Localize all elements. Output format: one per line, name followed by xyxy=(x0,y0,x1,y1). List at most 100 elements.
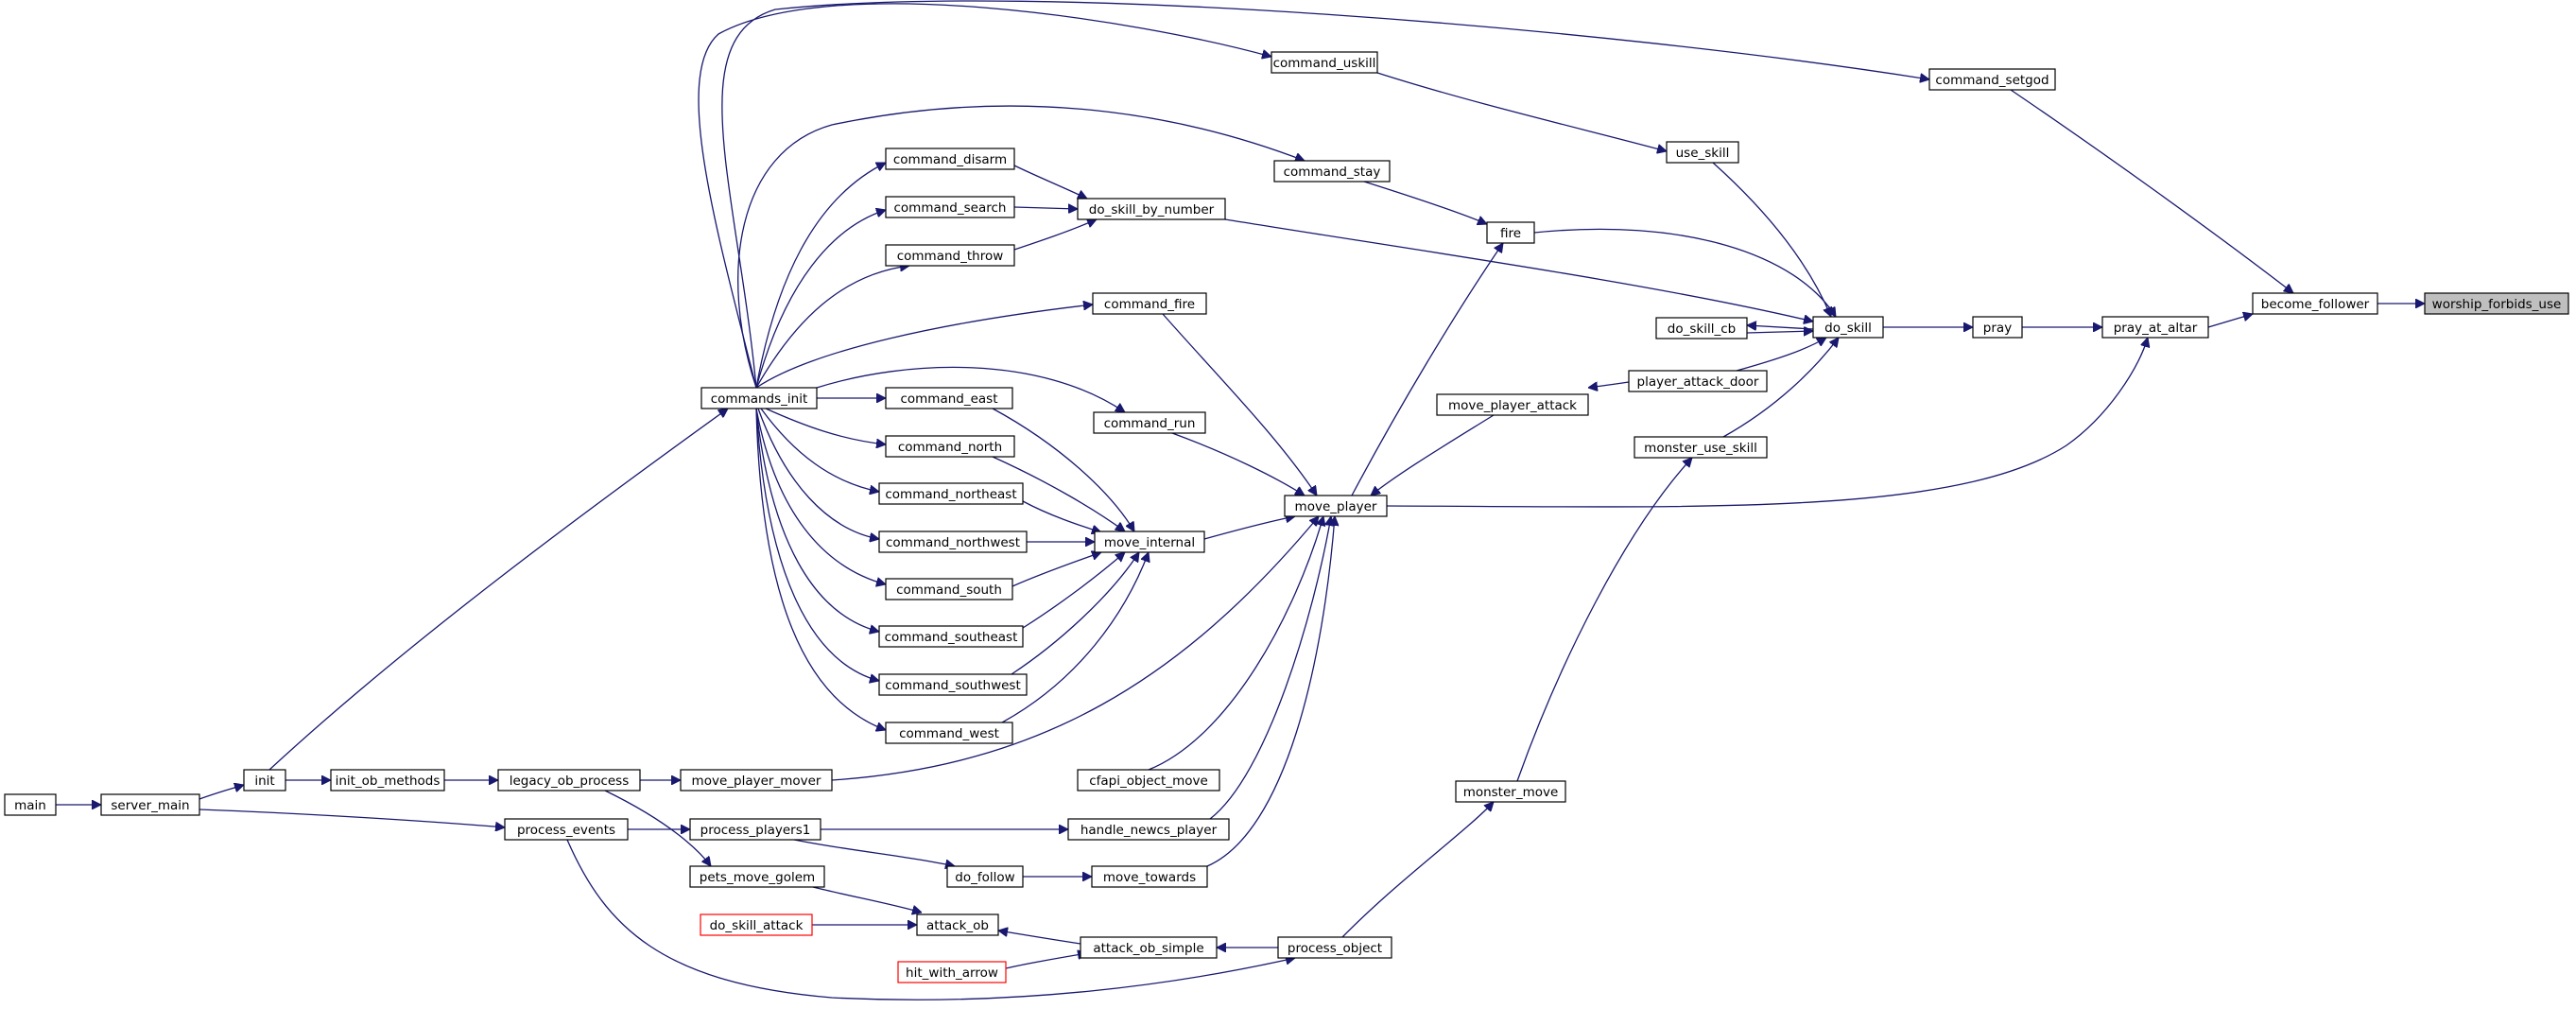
node-command-northwest[interactable]: command_northwest xyxy=(878,531,1028,553)
edge-line xyxy=(1224,218,1813,322)
edge-commands_init-to-command_west xyxy=(755,408,886,730)
node-command-southeast[interactable]: command_southeast xyxy=(878,625,1024,648)
edge-commands_init-to-command_south xyxy=(755,408,886,584)
edge-command_setgod-to-become_follower xyxy=(2010,89,2293,293)
node-command-fire[interactable]: command_fire xyxy=(1092,292,1207,315)
node-command-east[interactable]: command_east xyxy=(885,387,1013,409)
edge-line xyxy=(1013,165,1087,199)
node-command-west[interactable]: command_west xyxy=(885,722,1013,744)
node-server-main[interactable]: server_main xyxy=(100,793,200,816)
node-init[interactable]: init xyxy=(243,769,286,792)
node-box xyxy=(1077,198,1226,220)
node-command-search[interactable]: command_search xyxy=(885,196,1015,218)
node-command-disarm[interactable]: command_disarm xyxy=(885,148,1015,170)
node-label: fire xyxy=(1500,226,1521,241)
node-worship-forbids-use[interactable]: worship_forbids_use xyxy=(2424,292,2569,315)
node-process-events[interactable]: process_events xyxy=(504,818,629,841)
node-process-object[interactable]: process_object xyxy=(1277,936,1392,959)
node-do-skill[interactable]: do_skill xyxy=(1812,316,1884,339)
edge-line xyxy=(1162,313,1317,496)
node-fire[interactable]: fire xyxy=(1486,221,1535,244)
edge-line xyxy=(998,931,1081,945)
node-move-player[interactable]: move_player xyxy=(1284,495,1388,517)
node-attack-ob[interactable]: attack_ob xyxy=(916,913,999,936)
node-box xyxy=(1092,292,1207,315)
node-box xyxy=(878,673,1028,696)
node-box xyxy=(1273,160,1391,183)
node-label: process_players1 xyxy=(700,823,811,838)
node-box xyxy=(1628,370,1768,392)
edge-line xyxy=(1203,516,1295,540)
node-pray-at-altar[interactable]: pray_at_altar xyxy=(2101,316,2209,339)
edge-line xyxy=(1148,516,1323,771)
node-commands-init[interactable]: commands_init xyxy=(700,387,818,409)
node-init-ob-methods[interactable]: init_ob_methods xyxy=(330,769,445,792)
node-move-towards[interactable]: move_towards xyxy=(1091,865,1208,888)
node-label: process_object xyxy=(1288,941,1382,956)
node-command-stay[interactable]: command_stay xyxy=(1273,160,1391,183)
node-pets-move-golem[interactable]: pets_move_golem xyxy=(689,865,825,888)
node-cfapi-object-move[interactable]: cfapi_object_move xyxy=(1077,769,1220,792)
node-command-uskill[interactable]: command_uskill xyxy=(1271,51,1378,74)
node-box xyxy=(1277,936,1392,959)
edge-command_fire-to-move_player xyxy=(1162,313,1317,496)
edge-commands_init-to-command_search xyxy=(755,210,886,389)
node-monster-use-skill[interactable]: monster_use_skill xyxy=(1634,436,1768,459)
node-handle-newcs-player[interactable]: handle_newcs_player xyxy=(1067,818,1230,841)
edge-line xyxy=(1747,325,1814,329)
node-command-throw[interactable]: command_throw xyxy=(885,244,1015,267)
node-label: move_player_attack xyxy=(1448,398,1577,413)
node-use-skill[interactable]: use_skill xyxy=(1666,141,1739,164)
node-do-skill-cb[interactable]: do_skill_cb xyxy=(1655,317,1748,339)
edge-line xyxy=(1171,432,1305,496)
node-label: command_southeast xyxy=(885,630,1018,645)
node-legacy-ob-process[interactable]: legacy_ob_process xyxy=(497,769,641,792)
node-box xyxy=(1928,68,2056,91)
node-command-southwest[interactable]: command_southwest xyxy=(878,673,1028,696)
node-process-players1[interactable]: process_players1 xyxy=(689,818,821,841)
node-command-north[interactable]: command_north xyxy=(885,435,1015,458)
node-main[interactable]: main xyxy=(4,793,57,816)
node-label: become_follower xyxy=(2261,297,2370,312)
edge-commands_init-to-command_uskill xyxy=(698,3,1271,389)
edge-pets_move_golem-to-attack_ob xyxy=(812,886,922,913)
edge-move_towards-to-move_player xyxy=(1206,516,1335,867)
node-become-follower[interactable]: become_follower xyxy=(2252,292,2378,315)
node-monster-move[interactable]: monster_move xyxy=(1455,780,1566,803)
node-label: command_west xyxy=(899,726,999,741)
node-do-follow[interactable]: do_follow xyxy=(946,865,1024,888)
node-label: pets_move_golem xyxy=(700,870,815,885)
edge-line xyxy=(199,809,505,827)
edge-command_southeast-to-move_internal xyxy=(1022,552,1125,629)
node-do-skill-by-number[interactable]: do_skill_by_number xyxy=(1077,198,1226,220)
edge-process_events-to-process_object xyxy=(566,839,1295,1000)
edge-move_player_attack-to-move_player xyxy=(1371,414,1495,496)
node-command-south[interactable]: command_south xyxy=(885,578,1013,600)
node-label: command_fire xyxy=(1104,297,1195,312)
node-pray[interactable]: pray xyxy=(1972,316,2023,339)
node-box xyxy=(1284,495,1388,517)
node-label: command_setgod xyxy=(1935,73,2049,88)
edge-line xyxy=(1371,414,1495,496)
node-command-run[interactable]: command_run xyxy=(1093,411,1206,434)
node-move-internal[interactable]: move_internal xyxy=(1094,531,1205,553)
node-label: cfapi_object_move xyxy=(1089,774,1208,789)
node-attack-ob-simple[interactable]: attack_ob_simple xyxy=(1080,936,1218,959)
node-move-player-mover[interactable]: move_player_mover xyxy=(680,769,833,792)
edge-move_player-to-fire xyxy=(1351,243,1503,496)
edge-line xyxy=(755,408,879,681)
node-move-player-attack[interactable]: move_player_attack xyxy=(1436,393,1589,416)
node-box xyxy=(916,913,999,936)
node-do-skill-attack[interactable]: do_skill_attack xyxy=(700,913,813,936)
node-label: command_disarm xyxy=(893,152,1007,167)
edge-line xyxy=(831,516,1319,781)
node-player-attack-door[interactable]: player_attack_door xyxy=(1628,370,1768,392)
node-box xyxy=(1972,316,2023,339)
node-hit-with-arrow[interactable]: hit_with_arrow xyxy=(897,961,1007,983)
node-label: handle_newcs_player xyxy=(1081,823,1218,838)
node-command-northeast[interactable]: command_northeast xyxy=(878,482,1024,505)
edge-line xyxy=(1712,162,1831,317)
node-command-setgod[interactable]: command_setgod xyxy=(1928,68,2056,91)
edge-legacy_ob_process-to-pets_move_golem xyxy=(604,790,711,866)
node-box xyxy=(946,865,1024,888)
